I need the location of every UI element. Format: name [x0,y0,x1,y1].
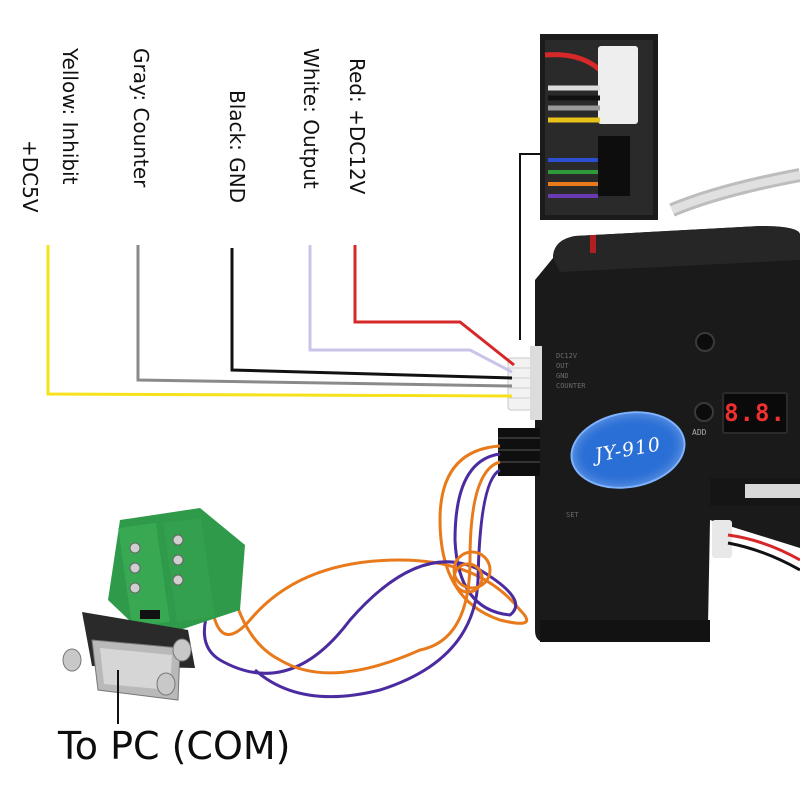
ribbon-cable [669,168,800,217]
red-wire [353,245,515,367]
set-label: SET [566,511,579,519]
led-display: 8.8. [722,392,788,434]
red-wire-label: Red: +DC12V [345,58,369,195]
to-pc-label: To PC (COM) [58,724,291,768]
gray-wire [136,245,513,388]
black-wire [230,248,513,380]
pin-label-out: OUT [556,362,569,370]
white-connector [507,346,542,420]
yellow-wire-label: Yellow: Inhibit [58,48,82,185]
db9-terminal-adapter [62,508,245,701]
connector-inset-photo [540,34,658,220]
model-name: JY-910 [593,433,663,467]
dc5v-label: +DC5V [18,140,42,213]
add-button-label: ADD [692,428,707,437]
black-wire-label: Black: GND [225,90,249,204]
pin-header [498,428,540,476]
white-wire-label: White: Output [299,48,323,189]
gray-wire-label: Gray: Counter [129,48,153,188]
inset-pointer-line [519,153,541,340]
led-display-value: 8.8. [724,399,786,427]
yellow-wire [46,245,513,398]
pin-label-counter: COUNTER [556,382,586,390]
white-wire [308,245,513,374]
pin-label-gnd: GND [556,372,569,380]
pin-label-dc12v: DC12V [556,352,578,360]
serial-wires [202,444,529,699]
